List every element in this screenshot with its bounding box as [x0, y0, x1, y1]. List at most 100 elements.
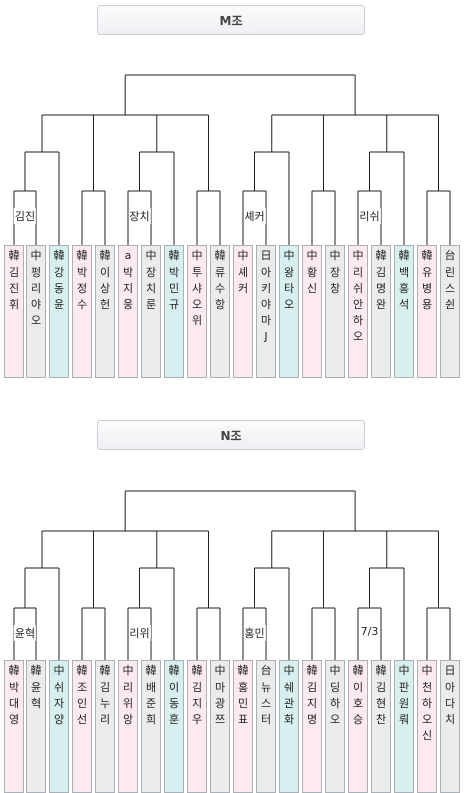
match-label: 윤혁: [13, 625, 37, 641]
player-flag: 韓: [398, 249, 410, 262]
player-name: 판 원 뤄: [398, 681, 410, 726]
player-flag: 韓: [8, 664, 20, 677]
player-name: 쉐 관 화: [283, 681, 295, 726]
player-name: 윤 혁: [30, 681, 42, 710]
player-cell: 中 황 신: [302, 245, 322, 378]
player-name: 왕 타 오: [283, 266, 295, 311]
player-flag: 中: [306, 249, 318, 262]
player-name: 쉬 자 양: [53, 681, 65, 726]
player-flag: a: [124, 249, 132, 262]
player-name: 백 홍 석: [398, 266, 410, 311]
player-name: 이 동 훈: [168, 681, 180, 726]
player-cell: 韓 배 준 희: [141, 660, 161, 793]
player-cell: 韓 이 동 훈: [164, 660, 184, 793]
player-cell: 中 쉐 관 화: [279, 660, 299, 793]
player-name: 박 대 영: [8, 681, 20, 726]
player-flag: 韓: [76, 249, 88, 262]
match-label: 김진: [13, 208, 37, 224]
player-name: 김 누 리: [99, 681, 111, 726]
player-name: 황 신: [306, 266, 318, 295]
player-name: 김 지 명: [306, 681, 318, 726]
player-flag: 韓: [375, 664, 387, 677]
player-cell: 韓 김 지 우: [187, 660, 207, 793]
player-flag: 中: [283, 664, 295, 677]
player-name: 김 명 완: [375, 266, 387, 311]
player-name: 장 치 룬: [145, 266, 157, 311]
player-flag: 韓: [214, 249, 226, 262]
player-name: 홍 민 표: [237, 681, 249, 726]
player-cell: 中 왕 타 오: [279, 245, 299, 378]
player-cell: 韓 박 정 수: [72, 245, 92, 378]
player-cell: 韓 홍 민 표: [233, 660, 253, 793]
player-name: 김 지 우: [191, 681, 203, 726]
player-cell: 韓 김 지 명: [302, 660, 322, 793]
player-name: 펑 리 야 오: [30, 266, 42, 327]
match-label: 리쉬: [358, 208, 381, 224]
player-name: 아 키 야 마 J: [260, 266, 272, 343]
player-flag: 韓: [53, 249, 65, 262]
player-flag: 韓: [352, 664, 364, 677]
player-flag: 中: [398, 664, 410, 677]
group-title: M조: [97, 5, 365, 35]
player-cell: 日 아 키 야 마 J: [256, 245, 276, 378]
player-flag: 韓: [145, 664, 157, 677]
player-flag: 中: [122, 664, 134, 677]
player-flag: 韓: [421, 249, 433, 262]
player-flag: 韓: [306, 664, 318, 677]
player-name: 박 정 수: [76, 266, 88, 311]
player-flag: 韓: [168, 664, 180, 677]
player-name: 리 위 앙: [122, 681, 134, 726]
player-flag: 中: [237, 249, 249, 262]
player-name: 천 하 오 신: [421, 681, 433, 742]
player-flag: 中: [421, 664, 433, 677]
player-name: 이 호 승: [352, 681, 364, 726]
player-name: 딩 하 오: [329, 681, 341, 726]
player-flag: 韓: [191, 664, 203, 677]
player-flag: 韓: [76, 664, 88, 677]
player-flag: 韓: [99, 249, 111, 262]
player-name: 이 상 헌: [99, 266, 111, 311]
player-cell: 韓 이 상 헌: [95, 245, 115, 378]
player-flag: 日: [260, 249, 272, 262]
player-cell: 韓 김 진 휘: [4, 245, 24, 378]
player-name: 류 수 항: [214, 266, 226, 311]
player-cell: 韓 박 대 영: [4, 660, 24, 793]
group-title: N조: [97, 420, 365, 450]
player-cell: 韓 윤 혁: [26, 660, 46, 793]
bracket-lines: [13, 74, 451, 245]
player-cell: 中 펑 리 야 오: [26, 245, 46, 378]
player-cell: 中 리 위 앙: [118, 660, 138, 793]
player-name: 장 창: [329, 266, 341, 295]
player-flag: 韓: [237, 664, 249, 677]
player-name: 배 준 희: [145, 681, 157, 726]
player-flag: 中: [329, 664, 341, 677]
player-flag: 韓: [8, 249, 20, 262]
player-name: 유 병 용: [421, 266, 433, 311]
match-label: 7/3: [359, 625, 380, 638]
player-flag: 韓: [30, 664, 42, 677]
player-cell: 韓 유 병 용: [417, 245, 437, 378]
player-flag: 中: [283, 249, 295, 262]
player-flag: 中: [30, 249, 42, 262]
player-flag: 中: [214, 664, 226, 677]
player-flag: 台: [260, 664, 272, 677]
player-cell: 中 딩 하 오: [325, 660, 345, 793]
match-label: 셰커: [243, 208, 266, 224]
player-name: 김 진 휘: [8, 266, 20, 311]
player-name: 셰 커: [237, 266, 249, 295]
